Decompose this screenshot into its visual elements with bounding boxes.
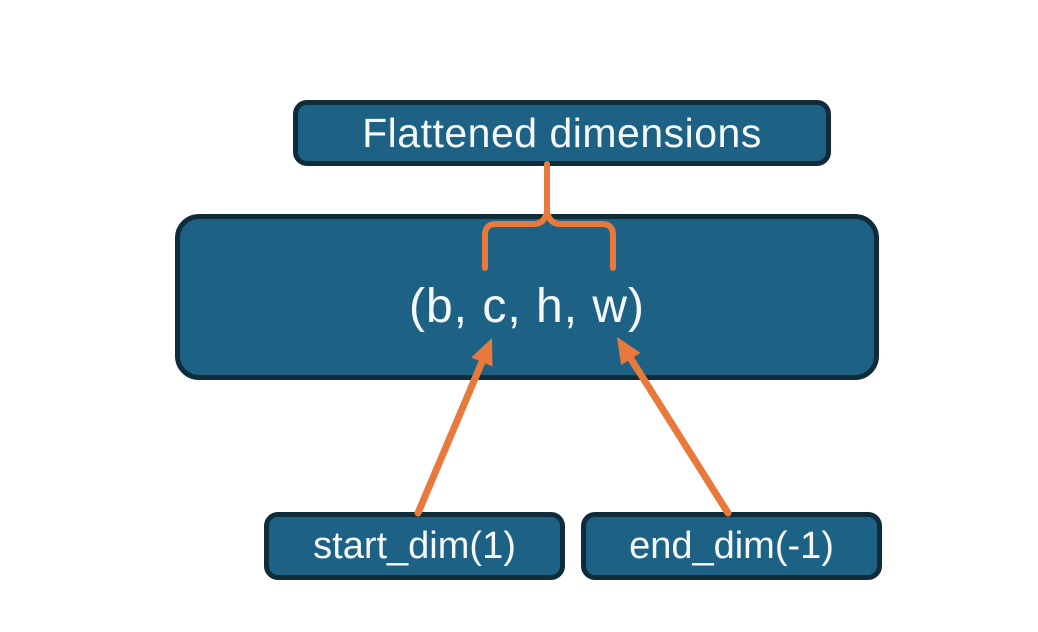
node-flattened-dimensions: Flattened dimensions bbox=[293, 100, 831, 166]
node-start-dim-label: start_dim(1) bbox=[313, 524, 516, 567]
node-end-dim: end_dim(-1) bbox=[581, 512, 882, 580]
node-start-dim: start_dim(1) bbox=[264, 512, 565, 580]
node-flattened-dimensions-label: Flattened dimensions bbox=[362, 109, 762, 156]
node-tensor-tuple-label: (b, c, h, w) bbox=[408, 279, 646, 333]
node-end-dim-label: end_dim(-1) bbox=[629, 524, 834, 567]
node-tensor-tuple: (b, c, h, w) bbox=[175, 214, 879, 380]
